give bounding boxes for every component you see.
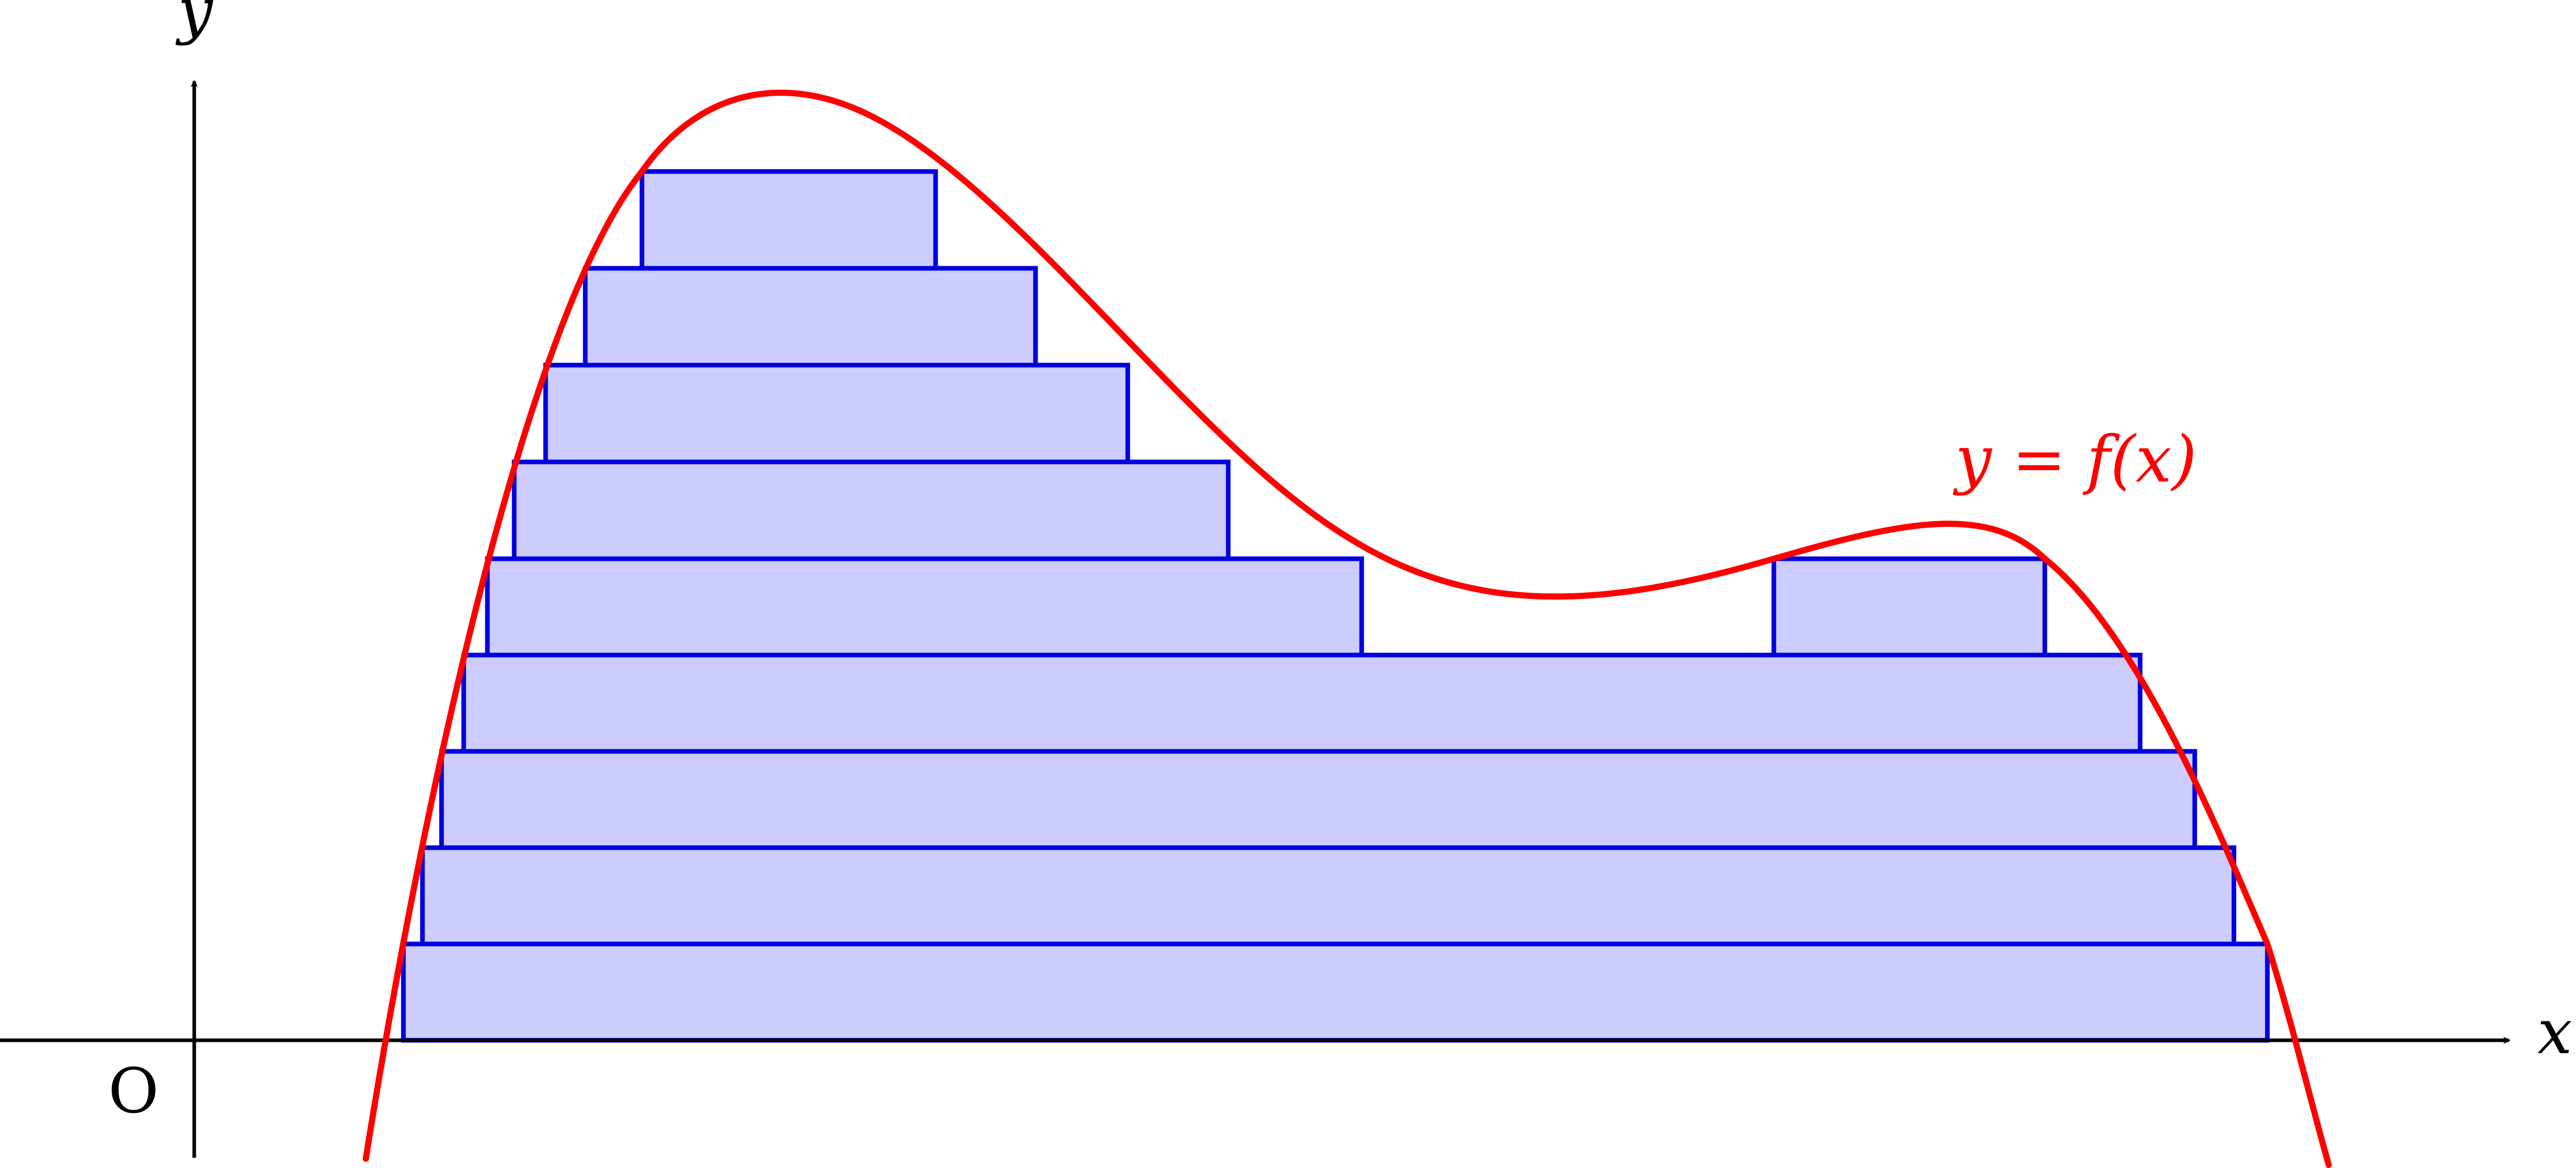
origin-label: O: [108, 1056, 159, 1127]
slice-rect-1: [401, 941, 2270, 1043]
slice-rect-9: [639, 169, 938, 271]
slice-rectangles: [401, 169, 2270, 1043]
slice-rect-2: [420, 845, 2236, 947]
slice-rect-4: [461, 652, 2143, 754]
slice-rect-3: [439, 749, 2197, 850]
slice-rect-8: [583, 266, 1038, 368]
slice-rect-5b: [1771, 556, 2047, 658]
x-axis-label: x: [2537, 997, 2572, 1068]
y-axis-label: y: [175, 0, 214, 47]
slice-rect-7: [543, 363, 1130, 465]
slice-rect-5a: [485, 556, 1364, 658]
curve-f: [363, 90, 2332, 1168]
curve-label: y = f(x): [1953, 422, 2197, 497]
slice-rect-6: [512, 459, 1231, 561]
